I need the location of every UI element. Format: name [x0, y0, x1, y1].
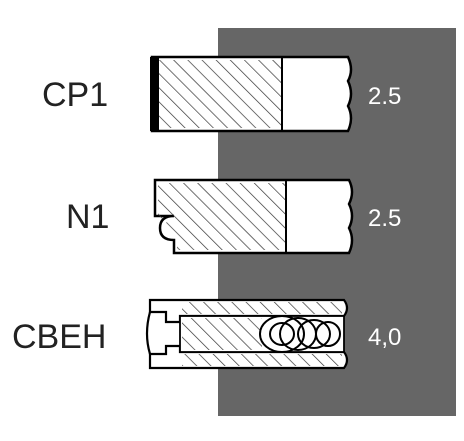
ring-label-cp1: CP1: [42, 76, 108, 114]
ring-cp1-inner-edge: [150, 57, 159, 131]
ring-value-cbeh: 4,0: [368, 324, 401, 351]
coil-loop: [297, 319, 331, 349]
ring-cbeh-hatch-bottom: [182, 354, 342, 366]
ring-n1: N1 2.5: [66, 178, 401, 255]
ring-value-cp1: 2.5: [368, 83, 401, 110]
ring-cbeh-inner-notch: [145, 311, 152, 355]
coil-loop: [269, 322, 295, 346]
ring-label-n1: N1: [66, 198, 109, 236]
coil-spring: [259, 315, 341, 353]
ring-cp1: CP1 2.5: [42, 55, 401, 133]
ring-cbeh-hatch-top: [182, 302, 342, 314]
ring-n1-hatch: [158, 183, 286, 250]
ring-cbeh: CBEH 4,0: [12, 298, 401, 370]
ring-label-cbeh: CBEH: [12, 318, 106, 356]
ring-value-n1: 2.5: [368, 205, 401, 232]
coil-loop: [315, 321, 341, 347]
ring-cp1-hatch: [155, 60, 282, 128]
ring-cbeh-hatch-mid: [182, 318, 262, 350]
coil-loop: [259, 315, 305, 353]
